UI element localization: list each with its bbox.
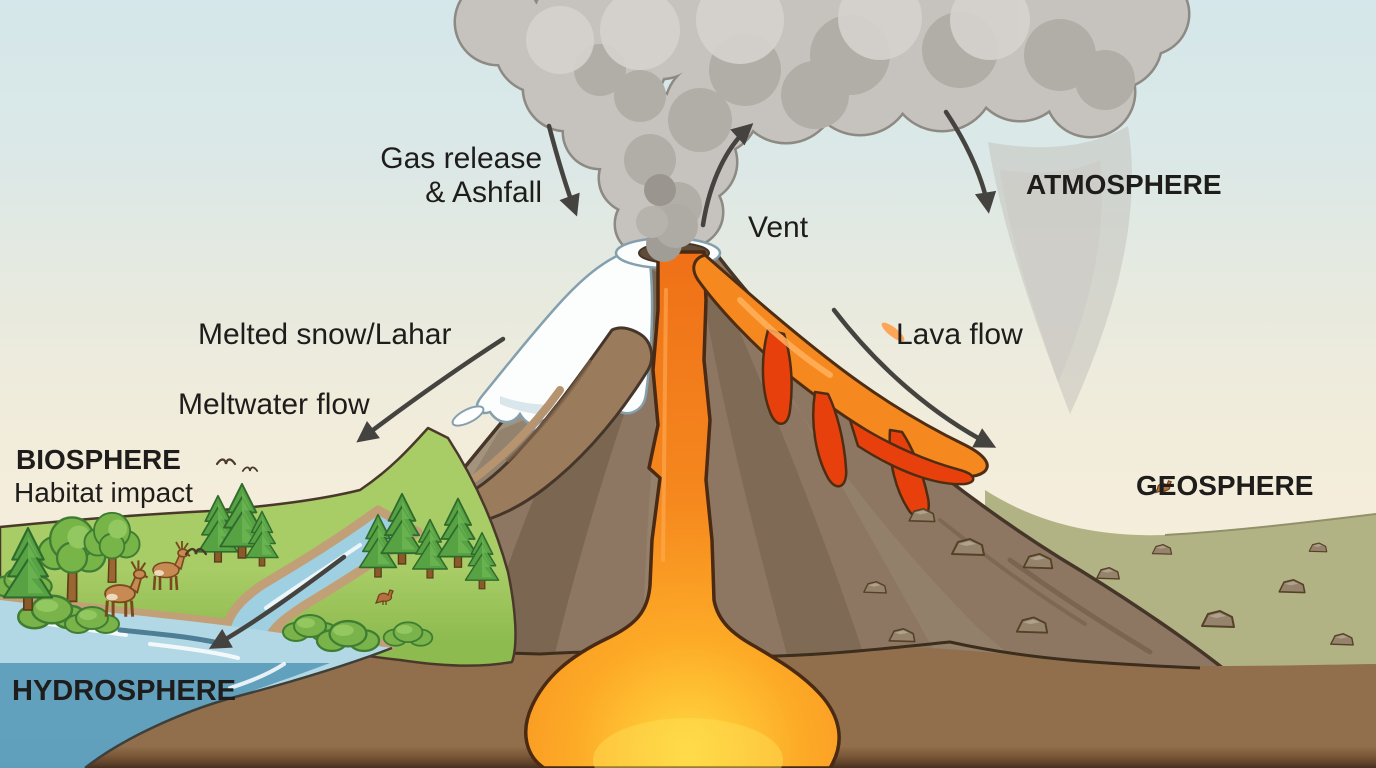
- atmosphere-label: ATMOSPHERE: [1026, 169, 1222, 200]
- ash-plume: [456, 0, 1188, 414]
- lava-flow-arrow: [831, 307, 997, 448]
- flow-arrows: [208, 109, 997, 649]
- meltwater-flow-label: Meltwater flow: [178, 388, 370, 421]
- vent-label: Vent: [748, 211, 809, 244]
- biosphere-label: BIOSPHERE: [16, 444, 181, 475]
- magma-chamber: [593, 718, 783, 768]
- meltwater-arrow: [356, 336, 506, 443]
- gas-release-label: Gas release & Ashfall: [300, 142, 542, 209]
- habitat-impact-label: Habitat impact: [14, 477, 193, 508]
- gas-release-line2: & Ashfall: [425, 175, 542, 209]
- lake: [0, 600, 393, 768]
- gas-release-line1: Gas release: [380, 142, 542, 175]
- vent-smoke: [636, 204, 698, 262]
- geosphere-label: GEOSPHERE: [1136, 470, 1314, 501]
- lava-streams: [692, 253, 989, 520]
- hydrosphere-label: HYDROSPHERE: [12, 675, 236, 707]
- hydrosphere-arrow: [208, 554, 347, 649]
- gas-ashfall-arrow: [546, 123, 580, 217]
- lava-flow-label: Lava flow: [896, 318, 1023, 351]
- melted-snow-label: Melted snow/Lahar: [198, 318, 452, 351]
- magma-conduit: [524, 250, 841, 768]
- atmosphere-arrow: [943, 109, 997, 214]
- eruption-up-arrow: [700, 123, 754, 228]
